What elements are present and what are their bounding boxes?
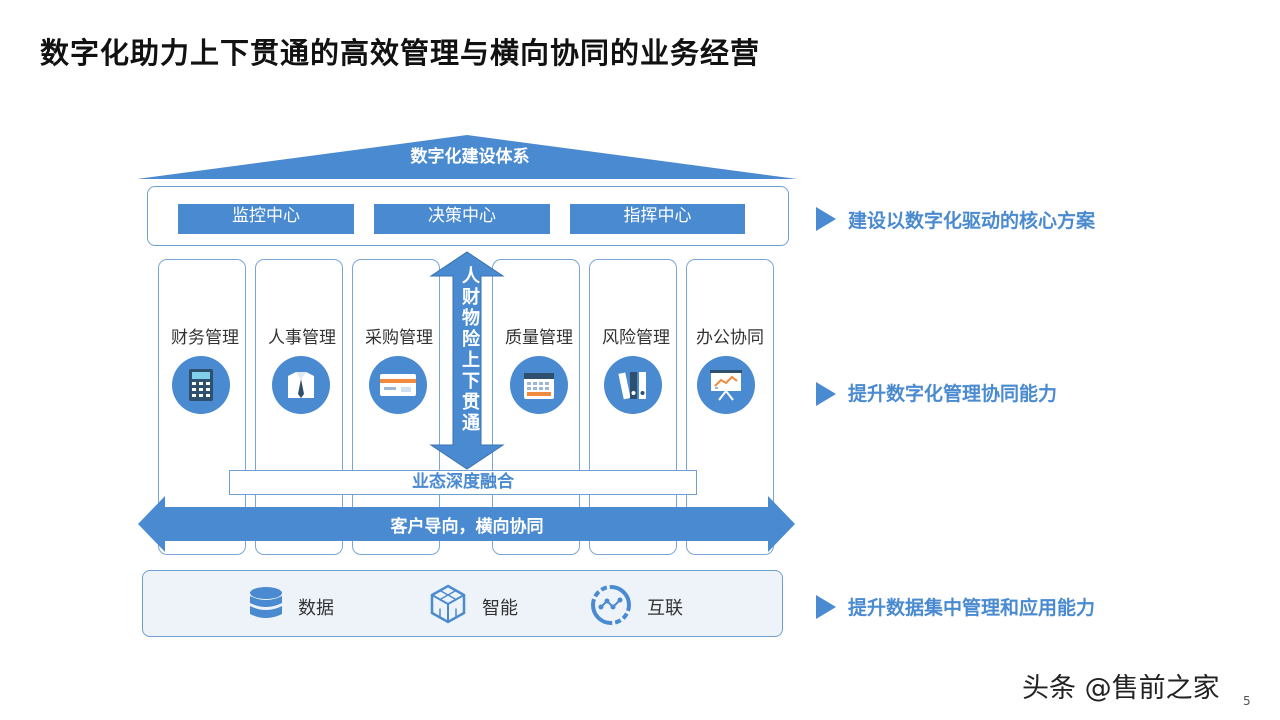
foundation-label-interconnect: 互联 — [647, 598, 683, 619]
database-icon — [250, 587, 282, 618]
roof-shape — [137, 135, 797, 179]
pillar-label-hr: 人事管理 — [268, 328, 336, 348]
cube-network-icon — [430, 584, 466, 624]
binders-icon — [604, 356, 662, 414]
center-monitor: 监控中心 — [178, 204, 354, 234]
calculator-icon — [172, 356, 230, 414]
vertical-arrow-label: 人财物险上下贯通 — [462, 266, 480, 434]
network-cycle-icon — [591, 585, 631, 625]
pillar-label-office: 办公协同 — [696, 328, 764, 348]
calendar-icon — [510, 356, 568, 414]
watermark: 头条 @售前之家 — [1022, 673, 1220, 704]
foundation-label-data: 数据 — [298, 598, 334, 619]
right-arrow-2-icon — [816, 382, 836, 406]
pillar-label-finance: 财务管理 — [171, 328, 239, 348]
vertical-double-arrow — [429, 251, 505, 470]
shirt-tie-icon — [272, 356, 330, 414]
foundation-box — [142, 570, 783, 637]
right-label-management: 提升数字化管理协同能力 — [848, 383, 1058, 405]
horizontal-arrow-label: 客户导向，横向协同 — [390, 517, 544, 537]
right-arrow-3-icon — [816, 595, 836, 619]
page-number: 5 — [1243, 694, 1251, 708]
right-label-data: 提升数据集中管理和应用能力 — [848, 597, 1096, 619]
center-decision: 决策中心 — [374, 204, 550, 234]
pillar-label-procurement: 采购管理 — [365, 328, 433, 348]
right-arrow-1-icon — [816, 207, 836, 231]
card-icon — [369, 356, 427, 414]
fusion-label: 业态深度融合 — [229, 470, 697, 495]
page-title: 数字化助力上下贯通的高效管理与横向协同的业务经营 — [40, 36, 761, 70]
foundation-label-intelligence: 智能 — [482, 598, 518, 619]
horizontal-double-arrow — [138, 496, 795, 552]
roof-label: 数字化建设体系 — [410, 147, 530, 167]
right-label-core-solution: 建设以数字化驱动的核心方案 — [848, 210, 1096, 232]
center-command: 指挥中心 — [570, 204, 745, 234]
pillar-label-risk: 风险管理 — [602, 328, 670, 348]
pillar-label-quality: 质量管理 — [505, 328, 573, 348]
presentation-board-icon — [697, 356, 755, 414]
